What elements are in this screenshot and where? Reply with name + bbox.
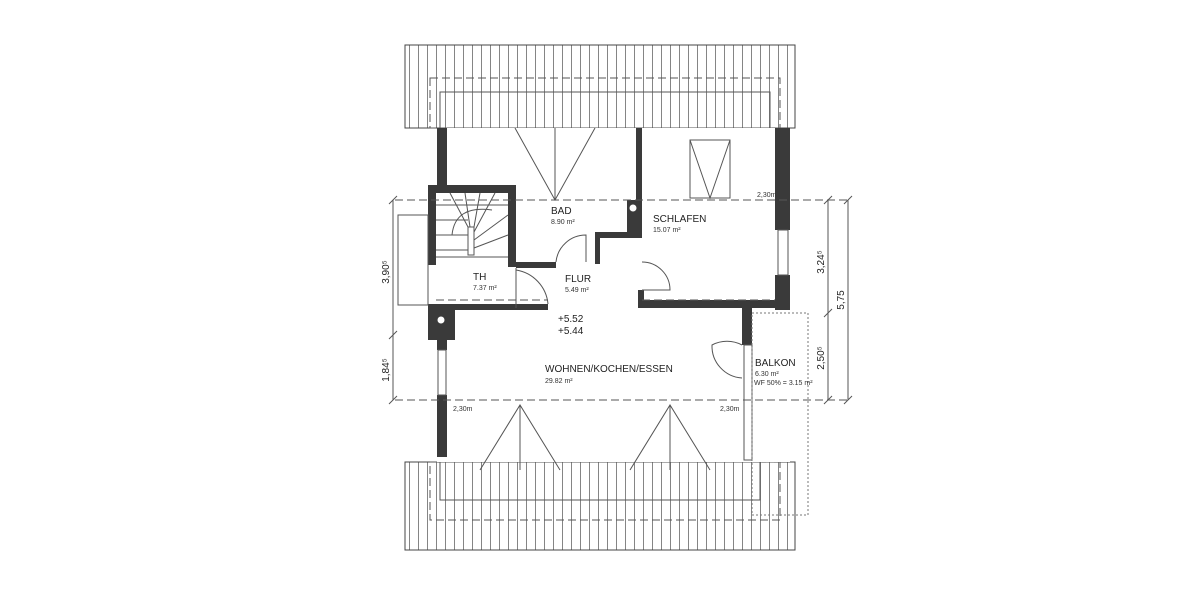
level-upper: +5.52 bbox=[558, 314, 584, 325]
roof-top bbox=[404, 44, 796, 129]
level-lower: +5.44 bbox=[558, 326, 584, 337]
room-wohnen-name: WOHNEN/KOCHEN/ESSEN bbox=[545, 364, 673, 375]
room-balkon-name: BALKON bbox=[755, 358, 796, 369]
dim-right-total: 5,75 bbox=[836, 290, 847, 310]
room-schlafen-area: 15.07 m² bbox=[653, 227, 681, 234]
walls bbox=[428, 128, 790, 457]
dim-right-upper: 3,24⁵ bbox=[816, 250, 827, 274]
dim-left-upper: 3,90⁵ bbox=[381, 260, 392, 284]
height-bottom-left: 2,30m bbox=[453, 406, 473, 413]
staircase bbox=[436, 192, 509, 258]
room-th-area: 7.37 m² bbox=[473, 285, 497, 292]
height-bottom-right: 2,30m bbox=[720, 406, 740, 413]
height-top-right: 2,30m bbox=[757, 192, 777, 199]
dim-right-lower: 2,50⁵ bbox=[816, 346, 827, 370]
room-bad-name: BAD bbox=[551, 206, 572, 217]
room-balkon-wf: WF 50% = 3.15 m² bbox=[754, 380, 813, 387]
windows bbox=[397, 204, 789, 461]
room-flur-area: 5.49 m² bbox=[565, 287, 589, 294]
dimension-lines bbox=[388, 195, 853, 405]
room-schlafen-name: SCHLAFEN bbox=[653, 214, 706, 225]
room-th-name: TH bbox=[473, 272, 486, 283]
room-balkon-area: 6.30 m² bbox=[755, 371, 779, 378]
room-wohnen-area: 29.82 m² bbox=[545, 378, 573, 385]
room-flur-name: FLUR bbox=[565, 274, 591, 285]
room-bad-area: 8.90 m² bbox=[551, 219, 575, 226]
roof-bottom bbox=[404, 461, 796, 551]
reference-lines bbox=[395, 199, 850, 516]
doors bbox=[515, 234, 743, 379]
dim-left-lower: 1,84⁵ bbox=[381, 358, 392, 382]
